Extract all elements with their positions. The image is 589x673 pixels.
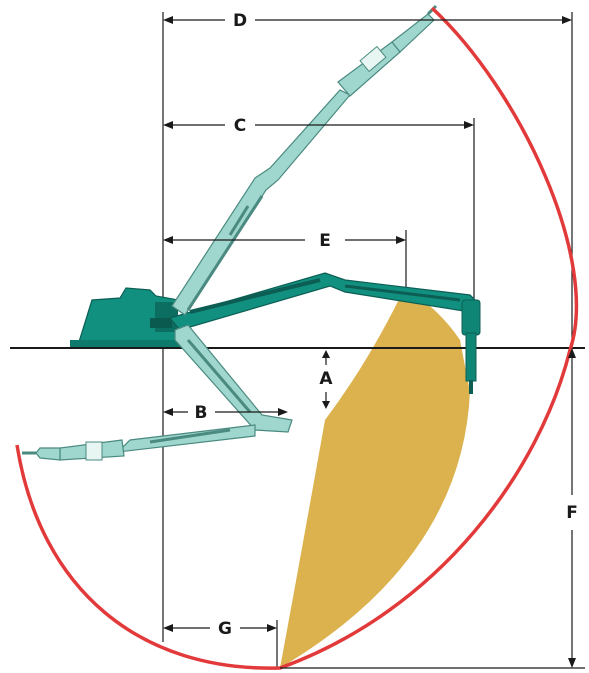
reach-envelope-curve	[15, 6, 579, 670]
label-c: C	[234, 116, 246, 136]
label-b: B	[195, 403, 208, 423]
lower-boom-arm	[22, 324, 293, 461]
dimension-d: D	[163, 11, 572, 31]
label-d: D	[233, 11, 247, 31]
label-g: G	[218, 619, 232, 639]
horizontal-boom-arm	[168, 272, 481, 394]
dimension-g: G	[163, 619, 277, 639]
dimension-c: C	[163, 116, 474, 136]
label-f: F	[566, 503, 578, 523]
label-e: E	[319, 231, 331, 251]
dimension-a: A	[319, 350, 333, 409]
working-area-region	[280, 287, 470, 668]
dimension-f: F	[280, 348, 585, 669]
upper-boom-arm	[171, 4, 438, 316]
label-a: A	[319, 369, 333, 389]
demolition-machine-icon	[70, 287, 180, 347]
dimension-b: B	[163, 403, 288, 423]
dimension-e: E	[163, 231, 406, 251]
